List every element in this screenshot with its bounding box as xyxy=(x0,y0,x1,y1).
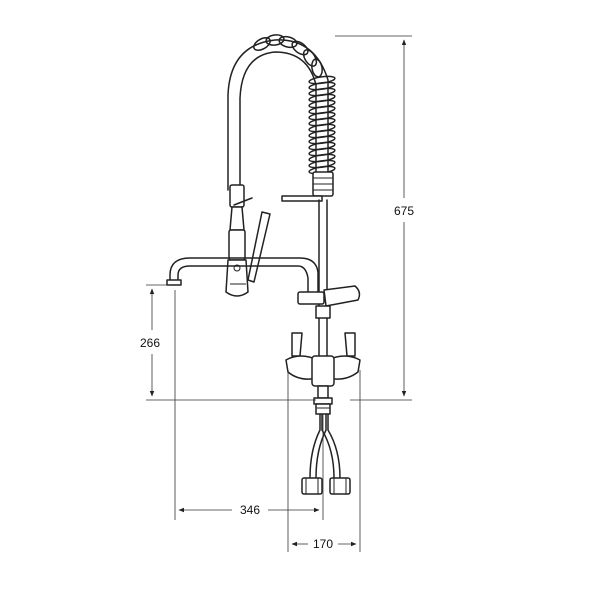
coil-turn xyxy=(265,34,285,46)
coil-turn xyxy=(302,49,318,67)
spring-coil xyxy=(253,34,336,175)
mixing-valve xyxy=(297,285,361,319)
spring-collar xyxy=(312,171,334,197)
coil-turn xyxy=(253,37,271,51)
dimension-height-overall: 675 xyxy=(335,35,414,401)
riser-pipe xyxy=(318,199,328,361)
spout-height-label: 266 xyxy=(140,336,160,350)
lower-valve-body xyxy=(285,332,361,399)
height-overall-label: 675 xyxy=(394,204,414,218)
spray-head xyxy=(225,184,249,297)
dimension-spout-height: 266 xyxy=(140,284,316,401)
coil-turn xyxy=(278,35,298,49)
flex-hoses xyxy=(301,413,351,495)
spout-reach-label: 346 xyxy=(240,503,260,517)
bracket-arm xyxy=(281,195,323,202)
base-width-label: 170 xyxy=(313,537,333,551)
dimension-spout-reach: 346 xyxy=(174,290,324,520)
dimension-base-width: 170 xyxy=(287,370,361,552)
coil-turn xyxy=(291,40,309,56)
base-flange xyxy=(313,397,333,415)
swing-spout xyxy=(166,257,319,301)
